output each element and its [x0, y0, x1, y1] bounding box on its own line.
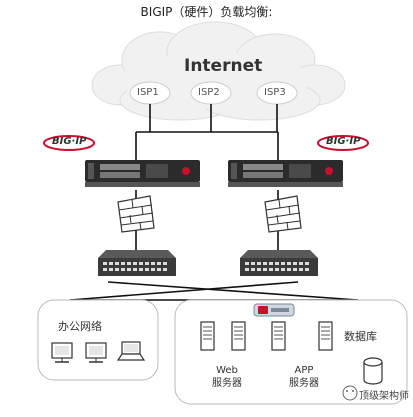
- web-server-1: [200, 321, 215, 351]
- load-balancer-right: [228, 160, 343, 187]
- firewall-left: [117, 195, 155, 233]
- desktop-computer-2: [85, 342, 107, 363]
- isp2-label: ISP2: [198, 87, 220, 98]
- isp-bubbles: [129, 81, 298, 105]
- web-server-label: Web 服务器: [207, 364, 247, 390]
- internet-label: Internet: [184, 56, 263, 76]
- office-network-zone: [37, 299, 159, 381]
- app-server-label-line2: 服务器: [289, 378, 319, 389]
- app-server-1: [271, 321, 286, 351]
- app-server-label-line1: APP: [294, 365, 314, 376]
- load-balancer-left: [85, 160, 200, 187]
- laptop-computer: [116, 341, 146, 361]
- bigip-logo-right: [317, 135, 369, 151]
- switch-right: [240, 250, 318, 276]
- web-server-2: [231, 321, 246, 351]
- firewall-right: [264, 195, 302, 233]
- management-device: [253, 303, 295, 317]
- web-server-label-line2: 服务器: [212, 378, 242, 389]
- switch-left: [98, 250, 176, 276]
- watermark-logo: [342, 385, 358, 401]
- watermark-text: 顶级架构师: [359, 391, 409, 402]
- bigip-left-label: BIG·IP: [52, 136, 87, 147]
- isp1-label: ISP1: [137, 87, 159, 98]
- web-server-label-line1: Web: [216, 365, 238, 376]
- database-label: 数据库: [344, 330, 377, 343]
- app-server-label: APP 服务器: [284, 364, 324, 390]
- app-server-2: [318, 321, 333, 351]
- office-network-label: 办公网络: [58, 320, 102, 333]
- database-icon: [363, 357, 383, 385]
- isp3-label: ISP3: [264, 87, 286, 98]
- desktop-computer-1: [51, 342, 73, 363]
- bigip-right-label: BIG·IP: [326, 136, 361, 147]
- bigip-logo-left: [43, 135, 95, 151]
- diagram-title: BIGIP（硬件）负载均衡:: [140, 5, 273, 19]
